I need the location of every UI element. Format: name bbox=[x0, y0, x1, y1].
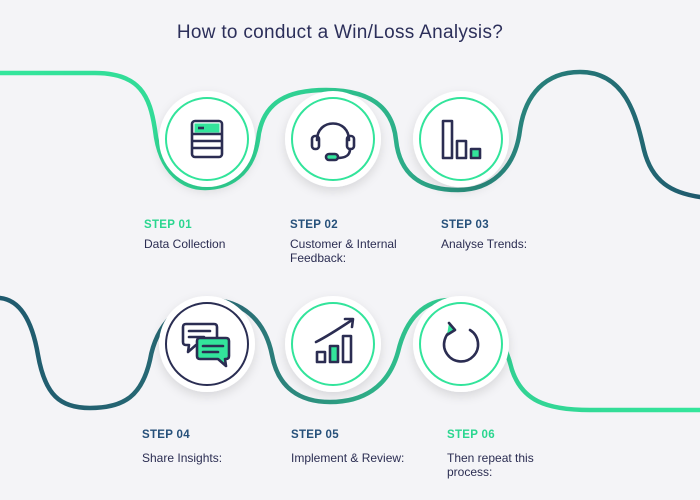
top-connector-line bbox=[0, 69, 700, 200]
step-02-number: STEP 02 bbox=[290, 219, 338, 231]
step-04-number: STEP 04 bbox=[142, 429, 190, 441]
headset-icon bbox=[310, 122, 356, 162]
step-01-circle bbox=[159, 91, 255, 187]
step-04-label: Share Insights: bbox=[142, 451, 223, 465]
step-02-circle bbox=[285, 91, 381, 187]
step-02-label: Customer & Internal Feedback: bbox=[290, 237, 397, 265]
growth-chart-icon bbox=[314, 317, 355, 364]
step-03-number: STEP 03 bbox=[441, 219, 489, 231]
step-05-label: Implement & Review: bbox=[291, 451, 405, 465]
step-05-number: STEP 05 bbox=[291, 429, 339, 441]
step-01-label: Data Collection bbox=[144, 237, 226, 251]
step-05-circle bbox=[285, 296, 381, 392]
server-icon bbox=[190, 119, 224, 159]
step-03-label: Analyse Trends: bbox=[441, 237, 528, 251]
step-06-circle bbox=[413, 296, 509, 392]
page-title: How to conduct a Win/Loss Analysis? bbox=[176, 22, 504, 43]
step-06-number: STEP 06 bbox=[447, 429, 495, 441]
step-01-number: STEP 01 bbox=[144, 219, 192, 231]
refresh-icon bbox=[442, 321, 480, 363]
step-06-label: Then repeat this process: bbox=[447, 451, 534, 479]
bar-chart-icon bbox=[441, 119, 482, 160]
step-03-circle bbox=[413, 91, 509, 187]
chat-bubbles-icon bbox=[181, 322, 231, 368]
